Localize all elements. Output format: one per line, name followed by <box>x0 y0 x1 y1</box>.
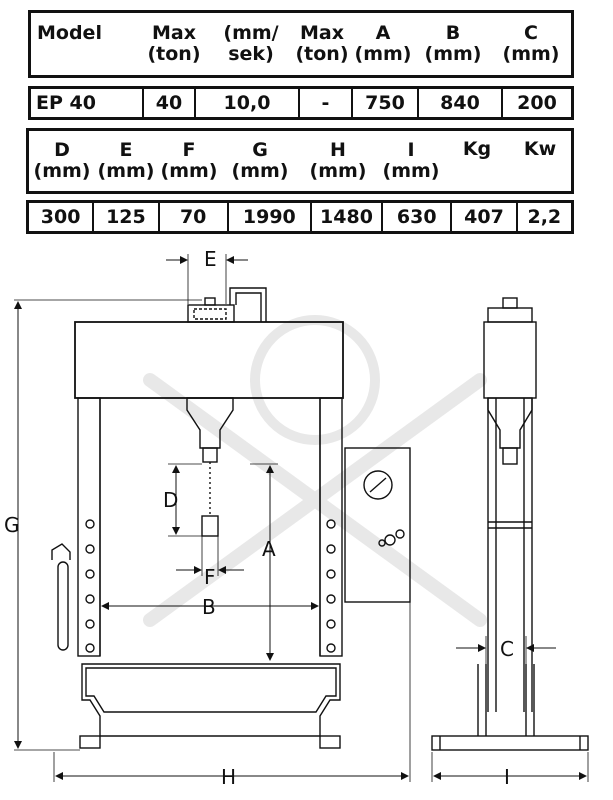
header-mm-sek: (mm/ sek) <box>223 22 279 65</box>
ram-cylinder <box>186 397 234 449</box>
press-head <box>74 321 344 399</box>
ram-tip <box>202 447 218 463</box>
value-mm-sek: 10,0 <box>196 89 300 117</box>
side-view <box>431 297 589 751</box>
header-e: E (mm) <box>97 139 155 182</box>
value-f: 70 <box>160 203 229 231</box>
spec-table-bottom-values: 300 125 70 1990 1480 630 407 2,2 <box>26 200 574 234</box>
header-max-ton-2: Max (ton) <box>295 22 349 65</box>
press-tool <box>201 515 219 537</box>
spec-table-top-header: Model Max (ton) (mm/ sek) Max (ton) A (m… <box>28 10 574 78</box>
label-c: C <box>500 637 514 661</box>
press-drawing: E G D A F B C H I <box>4 247 589 789</box>
header-a: A (mm) <box>354 22 412 65</box>
header-max-ton: Max (ton) <box>147 22 201 65</box>
label-d: D <box>163 488 178 512</box>
value-e: 125 <box>94 203 160 231</box>
value-max-ton: 40 <box>144 89 196 117</box>
header-kw: Kw <box>523 138 557 160</box>
header-kg: Kg <box>462 138 492 160</box>
left-foot <box>79 735 101 749</box>
value-max-ton-2: - <box>300 89 353 117</box>
lever-mount <box>51 543 71 560</box>
label-e: E <box>204 247 217 271</box>
value-h: 1480 <box>312 203 384 231</box>
header-g: G (mm) <box>231 139 289 182</box>
value-kg: 407 <box>452 203 518 231</box>
pressure-gauge-icon <box>363 470 393 500</box>
spec-table-bottom-header: D (mm) E (mm) F (mm) G (mm) H (mm) I (mm… <box>26 128 574 194</box>
value-kw: 2,2 <box>527 205 562 228</box>
value-model: EP 40 <box>31 89 144 117</box>
spec-table-top-values: EP 40 40 10,0 - 750 840 200 <box>28 86 574 120</box>
column-holes <box>85 519 336 653</box>
label-h: H <box>221 765 236 789</box>
label-g: G <box>4 513 20 537</box>
value-b: 840 <box>419 89 503 117</box>
label-i: I <box>504 765 510 789</box>
press-bed <box>81 663 341 737</box>
label-f: F <box>204 565 216 589</box>
header-c: C (mm) <box>502 22 560 65</box>
header-i: I (mm) <box>382 139 440 182</box>
label-b: B <box>202 595 216 619</box>
header-model: Model <box>37 22 102 44</box>
value-g: 1990 <box>229 203 312 231</box>
header-h: H (mm) <box>309 139 367 182</box>
label-a: A <box>262 537 276 561</box>
watermark-logo <box>143 315 487 627</box>
lever-handle <box>57 561 69 651</box>
header-f: F (mm) <box>160 139 218 182</box>
header-d: D (mm) <box>33 139 91 182</box>
value-d: 300 <box>29 203 95 231</box>
header-b: B (mm) <box>424 22 482 65</box>
left-column <box>77 397 101 657</box>
right-foot <box>319 735 341 749</box>
value-i: 630 <box>383 203 453 231</box>
value-c: 200 <box>517 91 557 114</box>
control-box <box>344 447 411 603</box>
value-a: 750 <box>353 89 419 117</box>
